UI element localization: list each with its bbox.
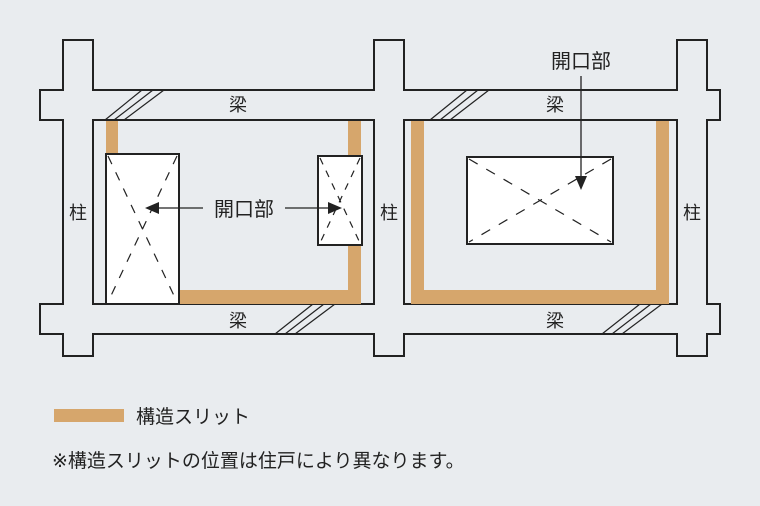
column-label: 柱: [380, 203, 398, 224]
beam-label: 梁: [546, 95, 564, 116]
beam-label: 梁: [546, 311, 564, 332]
beam-label: 梁: [229, 311, 247, 332]
structural-slit-right: [411, 121, 669, 304]
opening-right-window: [466, 156, 614, 245]
slit-legend-label: 構造スリット: [136, 406, 251, 428]
opening-label: 開口部: [551, 49, 611, 73]
opening-arrows: [145, 76, 587, 214]
opening-left-door: [105, 153, 180, 305]
column-label: 柱: [69, 203, 87, 224]
footnote: ※構造スリットの位置は住戸により異なります。: [52, 450, 465, 472]
beam-label: 梁: [229, 95, 247, 116]
legend: 構造スリット: [54, 402, 250, 429]
opening-label: 開口部: [214, 197, 274, 221]
break-lines: [104, 89, 663, 335]
column-label: 柱: [683, 203, 701, 224]
slit-legend-swatch: [54, 409, 124, 422]
opening-left-window: [317, 155, 363, 246]
